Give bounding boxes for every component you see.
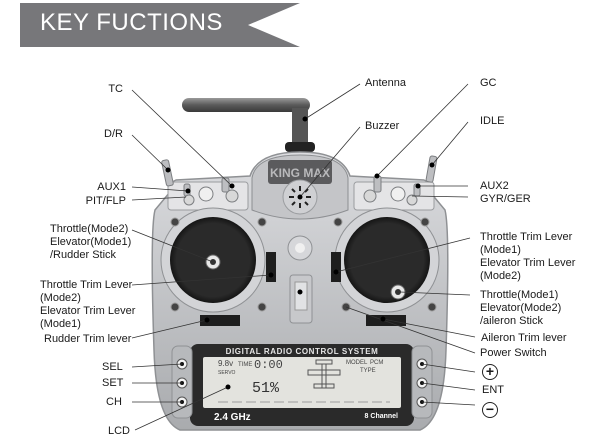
label-right-stick: Throttle(Mode1) Elevator(Mode2) /aileron… — [480, 289, 562, 327]
plus-circle-icon: + — [482, 364, 498, 380]
label-left-stick: Throttle(Mode2) Elevator(Mode1) /Rudder … — [50, 223, 132, 261]
pit-flp-knob[interactable] — [198, 186, 214, 202]
label-aux2: AUX2 — [480, 180, 509, 192]
brand-text: KING MAX — [270, 166, 330, 180]
lcd-screen — [203, 357, 401, 408]
label-pit-flp: PIT/FLP — [85, 195, 126, 207]
label-gc: GC — [480, 77, 497, 89]
label-sel: SEL — [102, 361, 123, 373]
label-rudder-trim: Rudder Trim lever — [44, 333, 132, 345]
banner-title: KEY FUCTIONS — [40, 9, 223, 36]
lcd-voltage: 9.8v — [218, 359, 233, 368]
left-vertical-trim[interactable] — [266, 252, 276, 282]
channel-label: 8 Channel — [365, 413, 399, 420]
lcd-percent: 51% — [252, 380, 280, 397]
frequency-label: 2.4 GHz — [214, 412, 251, 423]
label-right-trim: Throttle Trim Lever (Mode1) Elevator Tri… — [480, 231, 576, 282]
right-vertical-trim[interactable] — [331, 252, 341, 282]
lcd-model-value: PCM — [370, 360, 383, 366]
label-aileron-trim: Aileron Trim lever — [481, 332, 567, 344]
lcd-model-label: MODEL — [346, 360, 368, 366]
label-set: SET — [102, 377, 124, 389]
label-power-switch: Power Switch — [480, 347, 547, 359]
antenna — [182, 98, 315, 152]
lcd-header: DIGITAL RADIO CONTROL SYSTEM — [226, 347, 379, 356]
label-dr: D/R — [104, 128, 123, 140]
minus-circle-icon: − — [482, 402, 498, 418]
label-aux1: AUX1 — [97, 181, 126, 193]
left-gimbal — [160, 207, 266, 313]
lcd-type-label: TYPE — [360, 368, 376, 374]
label-left-trim: Throttle Trim Lever (Mode2) Elevator Tri… — [40, 279, 136, 330]
lcd-time-label: TIME — [238, 362, 252, 368]
right-gimbal — [334, 207, 440, 313]
airplane-icon — [307, 359, 341, 389]
label-antenna: Antenna — [365, 77, 406, 89]
rudder-trim[interactable] — [200, 315, 240, 326]
label-ch: CH — [106, 396, 122, 408]
label-lcd: LCD — [108, 425, 131, 437]
lcd-servo-label: SERVO — [218, 370, 236, 376]
gyr-ger-knob[interactable] — [390, 186, 406, 202]
label-ent: ENT — [482, 384, 504, 396]
dr-switch[interactable] — [161, 159, 174, 187]
title-banner — [20, 3, 300, 47]
lcd-time: 0:00 — [254, 358, 283, 372]
idle-switch[interactable] — [425, 155, 438, 183]
leader-lines — [131, 83, 476, 431]
label-tc: TC — [108, 83, 123, 95]
label-gyr-ger: GYR/GER — [480, 193, 531, 205]
label-buzzer: Buzzer — [365, 120, 400, 132]
label-idle: IDLE — [480, 115, 505, 127]
aileron-trim[interactable] — [366, 315, 406, 326]
